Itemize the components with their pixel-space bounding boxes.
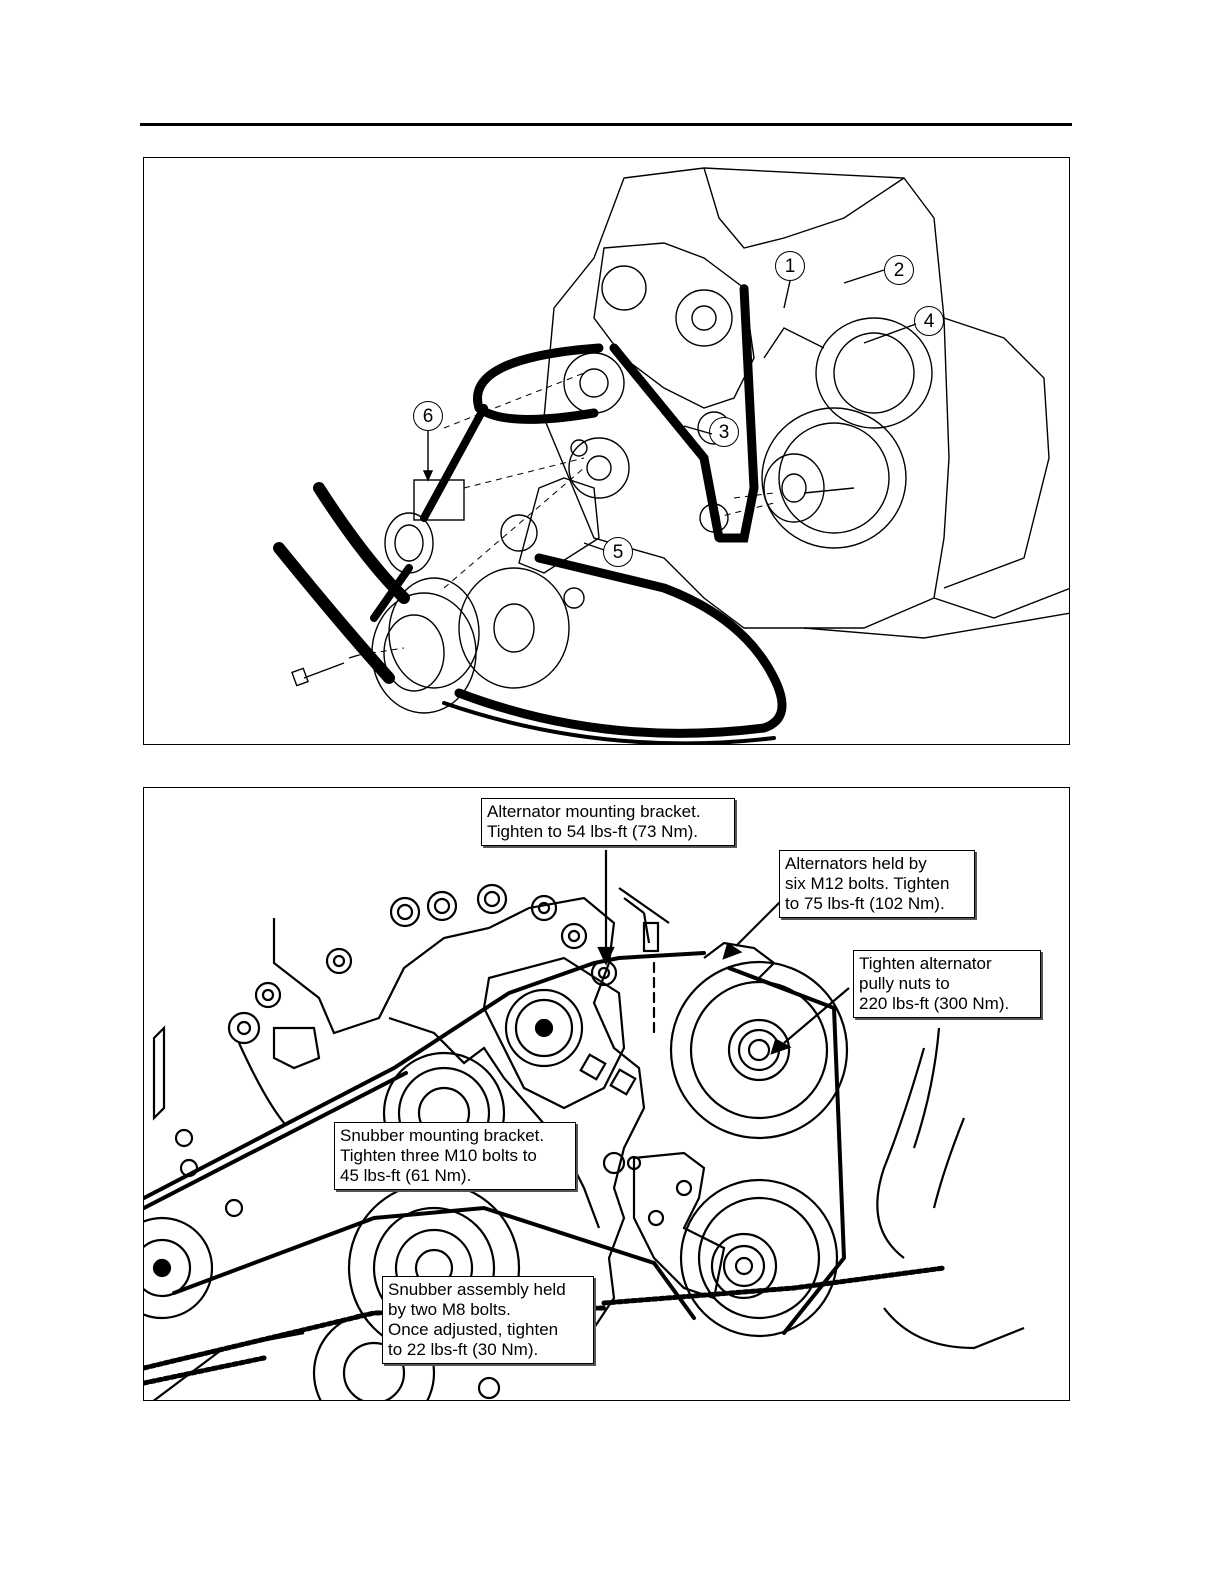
callout-number-3: 3 (709, 417, 739, 447)
header-rule (140, 123, 1072, 126)
callout-alternator-mounting-bracket: Alternator mounting bracket. Tighten to … (481, 798, 735, 846)
callout-number-6: 6 (413, 401, 443, 431)
callout-alternator-pulley-nuts: Tighten alternator pully nuts to 220 lbs… (853, 950, 1041, 1018)
callout-number-2: 2 (884, 255, 914, 285)
callout-snubber-assembly: Snubber assembly held by two M8 bolts. O… (382, 1276, 594, 1364)
exploded-belt-drive-figure: 1 2 3 4 5 6 (143, 157, 1070, 745)
callout-snubber-mounting-bracket: Snubber mounting bracket. Tighten three … (334, 1122, 576, 1190)
callout-number-4: 4 (914, 306, 944, 336)
callout-number-5: 5 (603, 537, 633, 567)
callout-number-1: 1 (775, 251, 805, 281)
belt-drive-closeup-figure: Alternator mounting bracket. Tighten to … (143, 787, 1070, 1401)
callout-alternator-bolts: Alternators held by six M12 bolts. Tight… (779, 850, 975, 918)
closeup-engine-illustration (144, 850, 1025, 1400)
exploded-engine-illustration (273, 167, 1069, 744)
